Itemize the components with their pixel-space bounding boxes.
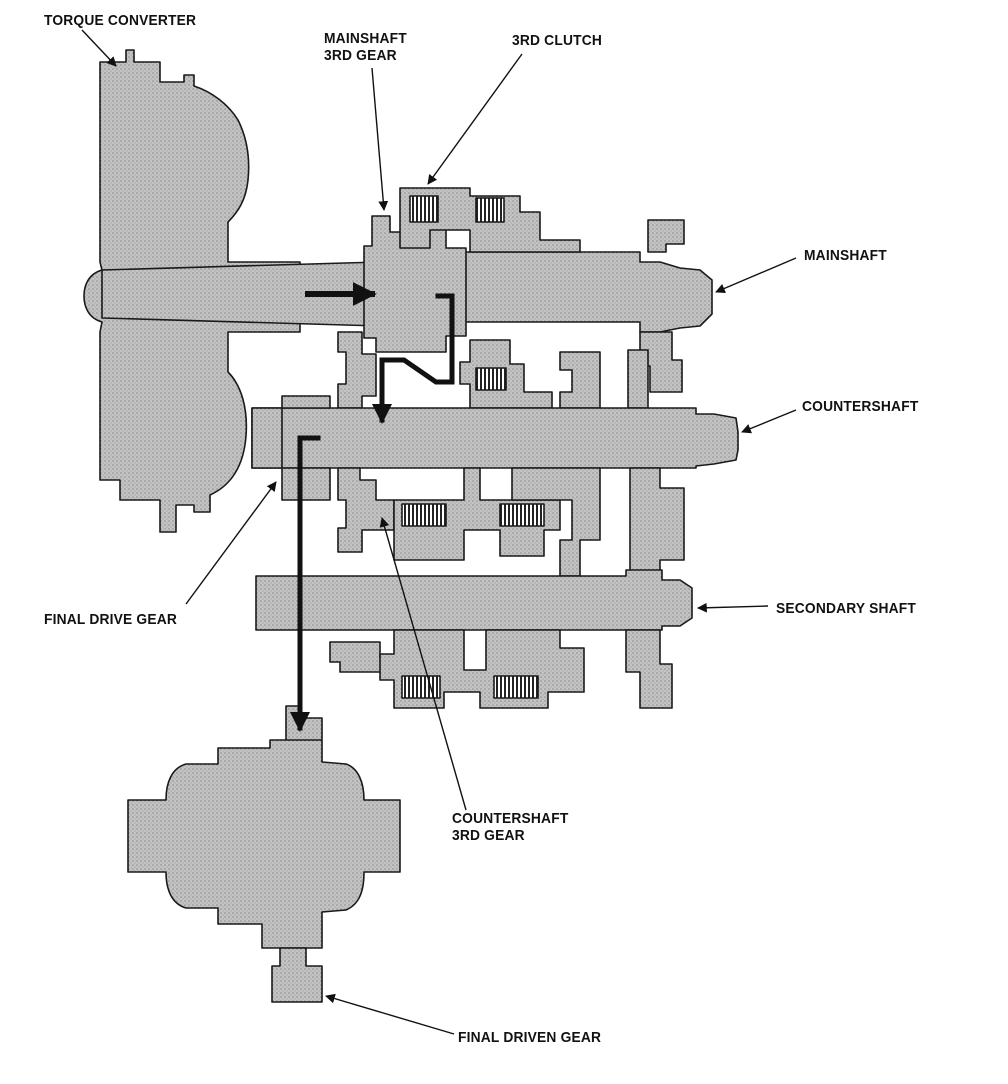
third-clutch-plates — [409, 195, 439, 223]
leader-countershaft — [741, 409, 797, 434]
label-final-drive-gear: FINAL DRIVE GEAR — [44, 611, 178, 628]
final-driven-gear-differential — [127, 705, 401, 949]
countershaft-lower-plates — [401, 503, 447, 527]
final-drive-gear — [251, 395, 331, 501]
countershaft-lower-drum — [393, 467, 561, 561]
label-secondary-shaft: SECONDARY SHAFT — [776, 600, 917, 617]
final-driven-gear-hub — [271, 947, 323, 1003]
label-final-driven-gear: FINAL DRIVEN GEAR — [458, 1029, 602, 1046]
leader-secondary-shaft — [697, 602, 769, 613]
label-countershaft-3rd-gear-line2: 3RD GEAR — [452, 827, 525, 844]
secondary-end-gear — [625, 629, 673, 709]
countershaft-upper-gear-left — [337, 331, 377, 409]
leader-mainshaft-3rd-gear — [371, 67, 389, 211]
leader-final-drive-gear — [185, 481, 277, 605]
label-torque-converter: TORQUE CONVERTER — [44, 12, 197, 29]
countershaft — [251, 407, 739, 469]
leader-final-driven-gear — [325, 993, 455, 1035]
power-flow-path-final-drive — [290, 435, 321, 732]
label-mainshaft: MAINSHAFT — [804, 247, 887, 264]
countershaft-upper-gear-right — [559, 351, 601, 409]
secondary-shaft — [255, 569, 693, 631]
leader-3rd-clutch — [427, 53, 523, 185]
secondary-lower-plates — [401, 675, 441, 699]
countershaft-lower-gear-far — [629, 467, 685, 577]
secondary-lower-plates-2 — [493, 675, 539, 699]
power-flow-path-3rd-gear — [372, 293, 455, 424]
label-mainshaft-3rd-gear-line1: MAINSHAFT — [324, 30, 407, 47]
mainshaft-end-gear — [647, 219, 685, 253]
label-countershaft-3rd-gear-line1: COUNTERSHAFT — [452, 810, 569, 827]
label-mainshaft-3rd-gear-line2: 3RD GEAR — [324, 47, 397, 64]
countershaft-upper-gear-far — [627, 349, 649, 409]
third-clutch-plates-2 — [475, 197, 505, 223]
label-countershaft: COUNTERSHAFT — [802, 398, 919, 415]
countershaft-lower-plates-2 — [499, 503, 545, 527]
countershaft-upper-plates — [475, 367, 507, 391]
leader-torque-converter — [81, 29, 117, 67]
leader-mainshaft — [715, 257, 797, 294]
leader-countershaft-3rd-gear — [379, 517, 467, 811]
label-3rd-clutch: 3RD CLUTCH — [512, 32, 603, 49]
countershaft-3rd-gear — [337, 467, 395, 553]
